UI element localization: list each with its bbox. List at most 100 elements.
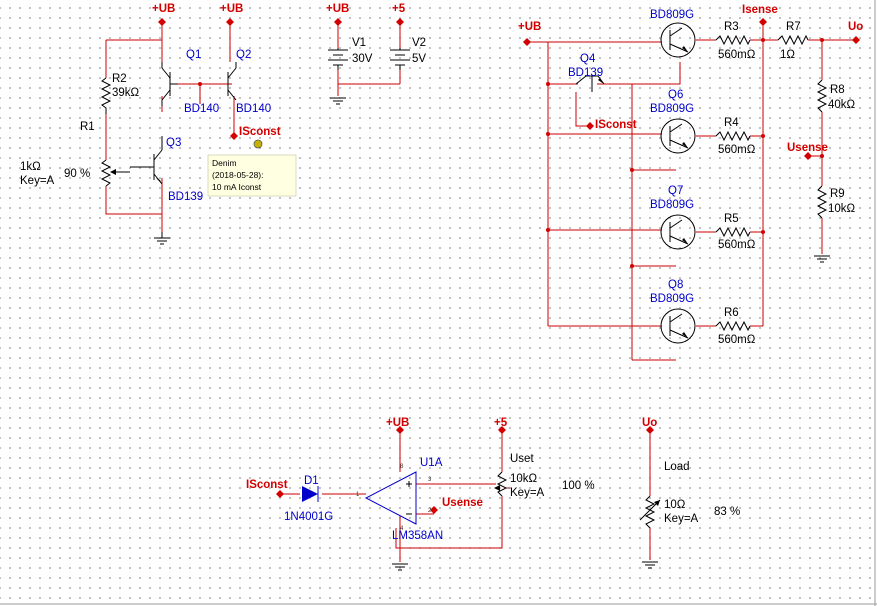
ground-symbol-load [642, 561, 658, 569]
pin-out-label: 1 [356, 492, 360, 498]
resistor-r6[interactable] [715, 320, 751, 332]
potentiometer-load[interactable] [644, 495, 656, 529]
r1-wiper [110, 169, 116, 175]
transistor-q5[interactable] [660, 22, 696, 58]
ub-rail-label-5: +UB [386, 417, 409, 429]
v1-value: 30V [352, 53, 373, 65]
diode-d1[interactable] [302, 486, 319, 502]
load-value: 10Ω [664, 499, 686, 511]
transistor-q2[interactable] [227, 62, 237, 101]
ub-rail-label-2: +UB [220, 3, 243, 15]
q5-model: BD809G [650, 9, 694, 21]
resistor-r3[interactable] [715, 34, 751, 46]
q1-model: BD140 [184, 103, 219, 115]
ub-rail-label-1: +UB [152, 3, 175, 15]
q6-ref: Q6 [668, 89, 683, 101]
uset-setting: 100 % [562, 480, 595, 492]
probe-icon[interactable] [253, 139, 263, 149]
ground-symbol-opamp [392, 563, 408, 571]
q7-model: BD809G [650, 199, 694, 211]
v1-ref: V1 [352, 37, 366, 49]
r3-value: 560mΩ [718, 49, 756, 61]
transistor-q3[interactable] [130, 136, 163, 185]
transistor-q6[interactable] [660, 118, 696, 154]
r9-ref: R9 [830, 188, 845, 200]
uset-key: Key=A [510, 487, 545, 499]
current-source-circuit: +UB +UB Q1 BD140 Q2 BD140 [20, 3, 281, 245]
resistor-r8[interactable] [816, 79, 828, 113]
u1-model: LM358AN [392, 530, 443, 542]
q4-model: BD139 [568, 67, 603, 79]
ub-rail-label-4: +UB [518, 21, 541, 33]
p5-rail-label-1: +5 [392, 3, 406, 15]
r7-ref: R7 [786, 21, 801, 33]
d1-model: 1N4001G [284, 511, 333, 523]
ground-symbol-divider [814, 255, 830, 263]
q3-model: BD139 [168, 191, 203, 203]
uset-net-label: Uset [510, 453, 534, 465]
load-net-label: Load [664, 461, 690, 473]
resistor-r7[interactable] [777, 34, 809, 46]
q4-ref: Q4 [580, 53, 596, 65]
transistor-q7[interactable] [660, 214, 696, 250]
uo-net-label-2: Uo [642, 417, 657, 429]
note-date: (2018-05-28): [212, 170, 264, 180]
potentiometer-uset[interactable] [496, 471, 508, 497]
usense-net-label-1: Usense [787, 142, 828, 154]
r3-ref: R3 [724, 21, 739, 33]
ground-symbol-cs [154, 232, 170, 245]
r2-value: 39kΩ [112, 87, 140, 99]
transistor-q1[interactable] [161, 62, 202, 106]
note-box[interactable]: Denim (2018-05-28): 10 mA Iconst [207, 154, 297, 197]
battery-v1[interactable] [328, 48, 348, 70]
u1-ref: U1A [420, 457, 443, 469]
r8-ref: R8 [830, 84, 845, 96]
pin-plus-label: 3 [428, 477, 432, 483]
ub-rail-label-3: +UB [326, 3, 349, 15]
r5-value: 560mΩ [718, 239, 756, 251]
power-stage-wires [527, 22, 856, 361]
opamp-circuit: +UB +5 ISconst Usense D1 1N4001G 1 3 2 8… [246, 417, 595, 571]
v2-ref: V2 [412, 37, 426, 49]
usense-marker-2[interactable] [430, 506, 438, 514]
potentiometer-r1[interactable] [100, 159, 112, 187]
iconst-net-label-2: ISconst [595, 119, 637, 131]
q6-model: BD809G [650, 103, 694, 115]
opamp-u1a[interactable] [364, 471, 417, 525]
isense-net-label: Isense [742, 4, 778, 16]
resistor-r2[interactable] [100, 77, 112, 114]
load-circuit: Uo Load 10Ω Key=A 83 % [639, 417, 740, 569]
uset-value: 10kΩ [510, 473, 538, 485]
r9-value: 10kΩ [828, 203, 856, 215]
pin-minus-label: 2 [428, 508, 432, 514]
q8-ref: Q8 [668, 279, 683, 291]
load-key: Key=A [664, 513, 699, 525]
pin-gnd-label: 4 [400, 526, 404, 532]
transistor-q8[interactable] [660, 308, 696, 344]
q3-ref: Q3 [166, 137, 181, 149]
q2-ref: Q2 [236, 49, 251, 61]
resistor-r4[interactable] [715, 130, 751, 142]
r1-value: 1kΩ [20, 161, 41, 173]
power-stage: +UB Isense Uo Usense ISconst Q4 BD139 [518, 4, 863, 361]
r5-ref: R5 [724, 213, 739, 225]
battery-v2[interactable] [390, 48, 410, 70]
transistor-q4[interactable] [575, 75, 605, 92]
q1-ref: Q1 [186, 49, 201, 61]
supplies: +UB +5 V1 30V V2 5V [326, 3, 426, 105]
v2-value: 5V [412, 53, 426, 65]
r7-value: 1Ω [780, 49, 795, 61]
opamp-wires [280, 430, 510, 562]
r8-value: 40kΩ [828, 99, 856, 111]
iconst-net-label: ISconst [239, 126, 281, 138]
note-author: Denim [212, 158, 237, 168]
note-text: 10 mA Iconst [212, 182, 262, 192]
r1-ref: R1 [80, 121, 95, 133]
resistor-r9[interactable] [816, 185, 828, 219]
ground-symbol-supply [330, 97, 346, 105]
iconst-net-label-3: ISconst [246, 479, 288, 491]
iconst-marker[interactable] [230, 132, 238, 140]
usense-net-label-2: Usense [442, 497, 483, 509]
resistor-r5[interactable] [715, 226, 751, 238]
